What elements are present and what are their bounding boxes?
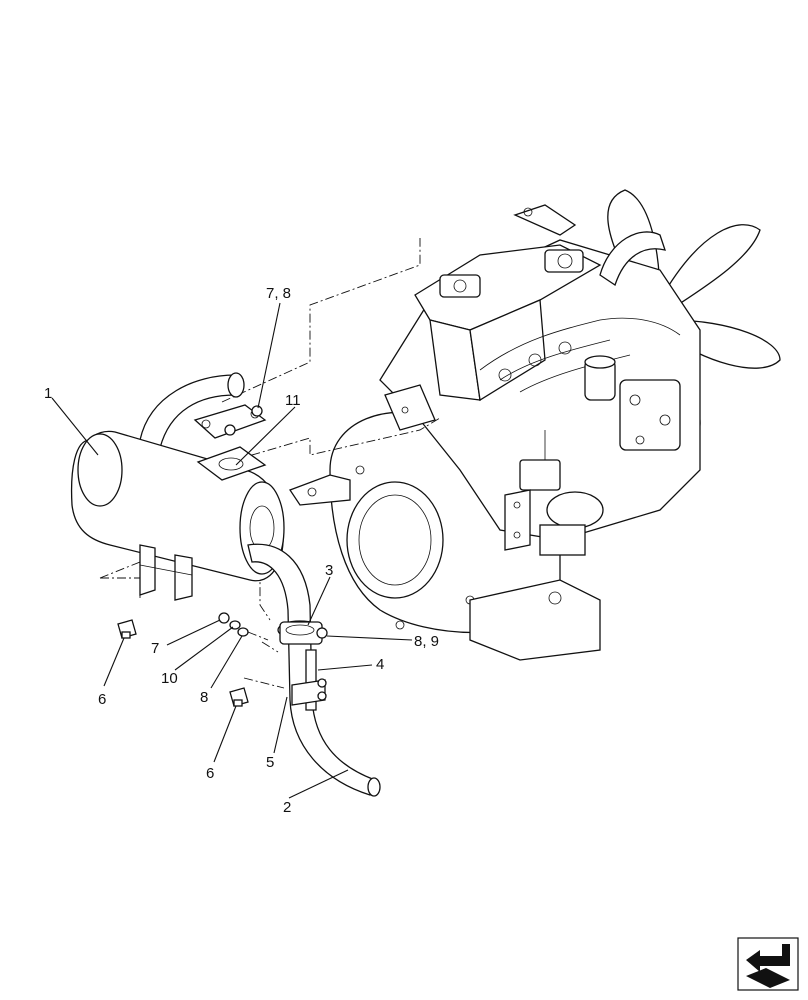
callout-6-lower: 6	[206, 765, 214, 782]
callout-2: 2	[283, 799, 291, 816]
callout-1: 1	[44, 385, 52, 402]
engine-block	[379, 204, 701, 556]
support-bracket	[291, 649, 327, 711]
callout-11: 11	[285, 392, 301, 409]
callout-7: 7	[151, 640, 159, 657]
washer-8	[237, 627, 249, 637]
callout-8-9: 8, 9	[414, 633, 439, 650]
muffler	[70, 372, 285, 601]
callout-8: 8	[200, 689, 208, 706]
pipe-clamp	[277, 620, 328, 645]
callout-10: 10	[161, 670, 178, 687]
callout-4: 4	[376, 656, 384, 673]
bolt-lower	[229, 687, 249, 707]
callout-3: 3	[325, 562, 333, 579]
engine-assembly	[289, 189, 781, 661]
bolt-left	[117, 619, 137, 639]
outlet-flange	[193, 404, 267, 439]
callout-6-left: 6	[98, 691, 106, 708]
gasket	[196, 446, 267, 481]
leader-lines	[51, 302, 413, 799]
callout-5: 5	[266, 754, 274, 771]
callout-labels: 1 2 3 4 5 6 6 7 7, 8 8 8, 9 10 11	[44, 285, 439, 816]
callout-7-8: 7, 8	[266, 285, 291, 302]
tailpipe	[247, 543, 381, 797]
back-arrow-icon[interactable]	[737, 937, 799, 991]
nut	[218, 612, 230, 624]
